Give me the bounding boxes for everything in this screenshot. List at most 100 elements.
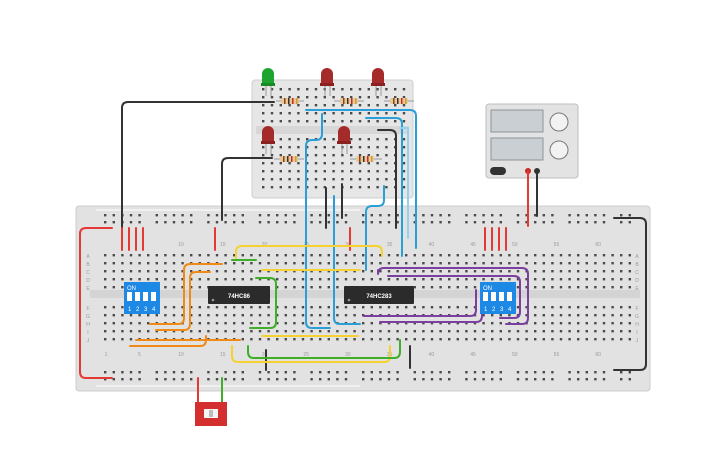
- breadboard-hole: [198, 306, 201, 309]
- breadboard-hole: [181, 314, 184, 317]
- wire-black-inner-1[interactable]: [377, 129, 397, 229]
- wire-gnd-top[interactable]: [121, 101, 275, 229]
- breadboard-hole: [542, 371, 545, 374]
- wire-yellow-1[interactable]: [235, 245, 383, 259]
- wire-lightblue[interactable]: [399, 127, 409, 239]
- dip-left-toggle-1[interactable]: [127, 292, 132, 301]
- resistor-1[interactable]: [276, 98, 304, 104]
- wire-blue-4[interactable]: [305, 109, 417, 249]
- breadboard-hole: [198, 278, 201, 281]
- breadboard-hole: [594, 214, 597, 217]
- breadboard-hole: [594, 306, 597, 309]
- breadboard-hole: [104, 306, 107, 309]
- breadboard-hole: [215, 371, 219, 374]
- breadboard-hole: [164, 330, 167, 333]
- breadboard-hole: [172, 221, 176, 224]
- dip-left-toggle-2[interactable]: [135, 292, 140, 301]
- breadboard-hole: [620, 214, 623, 217]
- wire-rail-right[interactable]: [613, 217, 647, 371]
- column-number: 40: [429, 352, 435, 358]
- breadboard-hole: [138, 314, 141, 317]
- dip-switch-left[interactable]: ON 1 2 3 4: [124, 282, 160, 314]
- slide-switch[interactable]: [195, 402, 227, 426]
- dip-right-toggle-3[interactable]: [499, 292, 504, 301]
- wire-purple-3[interactable]: [379, 295, 483, 323]
- slide-switch-knob[interactable]: [209, 410, 213, 417]
- led-green[interactable]: [261, 68, 275, 96]
- breadboard-hole: [293, 314, 296, 317]
- breadboard-hole: [402, 138, 406, 141]
- breadboard-hole: [207, 306, 210, 309]
- breadboard-hole: [262, 146, 265, 149]
- chip-74hc86[interactable]: 74HC86: [208, 286, 270, 304]
- breadboard-hole: [611, 306, 614, 309]
- breadboard-hole: [344, 221, 348, 224]
- wire-orange-2[interactable]: [155, 271, 211, 331]
- dip-right-toggle-4[interactable]: [507, 292, 512, 301]
- wire-orange-1[interactable]: [149, 263, 223, 325]
- breadboard-hole: [129, 278, 133, 281]
- wire-purple-1[interactable]: [377, 267, 529, 325]
- chip-74hc283[interactable]: 74HC283: [344, 286, 414, 304]
- led-red-4[interactable]: [337, 126, 351, 154]
- wire-orange-4[interactable]: [129, 335, 207, 347]
- wire-blue-2[interactable]: [365, 117, 403, 257]
- breadboard-hole: [534, 278, 537, 281]
- breadboard-hole: [262, 112, 265, 115]
- breadboard-hole: [164, 306, 167, 309]
- breadboard-hole: [379, 338, 382, 341]
- led-red-2[interactable]: [371, 68, 385, 96]
- wire-blue-1[interactable]: [305, 113, 331, 329]
- dip-left-toggle-3[interactable]: [143, 292, 148, 301]
- breadboard-hole: [620, 338, 623, 341]
- dip-switch-right[interactable]: ON 1 2 3 4: [480, 282, 516, 314]
- breadboard-hole: [267, 371, 270, 374]
- breadboard-hole: [430, 378, 434, 381]
- dip-right-toggle-1[interactable]: [483, 292, 488, 301]
- voltage-knob[interactable]: [549, 112, 569, 132]
- breadboard-hole: [104, 262, 107, 265]
- wire-green-3[interactable]: [247, 339, 401, 359]
- led-red-3[interactable]: [261, 126, 275, 154]
- power-switch[interactable]: [490, 167, 506, 175]
- resistor-3[interactable]: [384, 98, 414, 104]
- row-letter: B: [86, 262, 90, 268]
- breadboard-hole: [396, 270, 399, 273]
- breadboard-hole: [482, 338, 485, 341]
- wire-purple-4[interactable]: [363, 289, 477, 317]
- wire-blue-5[interactable]: [333, 195, 361, 325]
- power-supply[interactable]: [485, 103, 579, 179]
- wire-red-jumpers-right[interactable]: [484, 227, 507, 251]
- breadboard-hole: [181, 221, 184, 224]
- breadboard-hole: [353, 330, 356, 333]
- breadboard-hole: [611, 330, 614, 333]
- current-knob[interactable]: [549, 140, 569, 160]
- breadboard-hole: [559, 314, 563, 317]
- wire-red-jumpers-left[interactable]: [121, 227, 144, 251]
- breadboard-hole: [332, 104, 335, 107]
- breadboard-hole: [336, 254, 339, 257]
- breadboard-hole: [525, 314, 528, 317]
- resistor-5[interactable]: [350, 156, 382, 162]
- breadboard-hole: [267, 322, 270, 325]
- row-letter: J: [87, 338, 90, 344]
- resistor-2[interactable]: [334, 98, 364, 104]
- dip-left-toggle-4[interactable]: [151, 292, 156, 301]
- small-breadboard: [251, 79, 414, 199]
- resistor-4[interactable]: [274, 156, 304, 162]
- breadboard-hole: [551, 254, 554, 257]
- wire-gnd-mid[interactable]: [221, 157, 273, 221]
- breadboard-hole: [542, 254, 545, 257]
- wire-purple-2[interactable]: [387, 275, 521, 319]
- breadboard-hole: [112, 286, 115, 289]
- wire-blue-3[interactable]: [365, 185, 385, 271]
- dip-right-toggle-2[interactable]: [491, 292, 496, 301]
- breadboard-hole: [611, 262, 614, 265]
- led-red-1[interactable]: [320, 68, 334, 96]
- wire-black-bottom[interactable]: [265, 345, 411, 371]
- breadboard-hole: [439, 330, 442, 333]
- wire-green-2[interactable]: [249, 277, 277, 329]
- breadboard-hole: [224, 314, 227, 317]
- breadboard-hole: [376, 112, 379, 115]
- wire-rail-left[interactable]: [79, 227, 113, 379]
